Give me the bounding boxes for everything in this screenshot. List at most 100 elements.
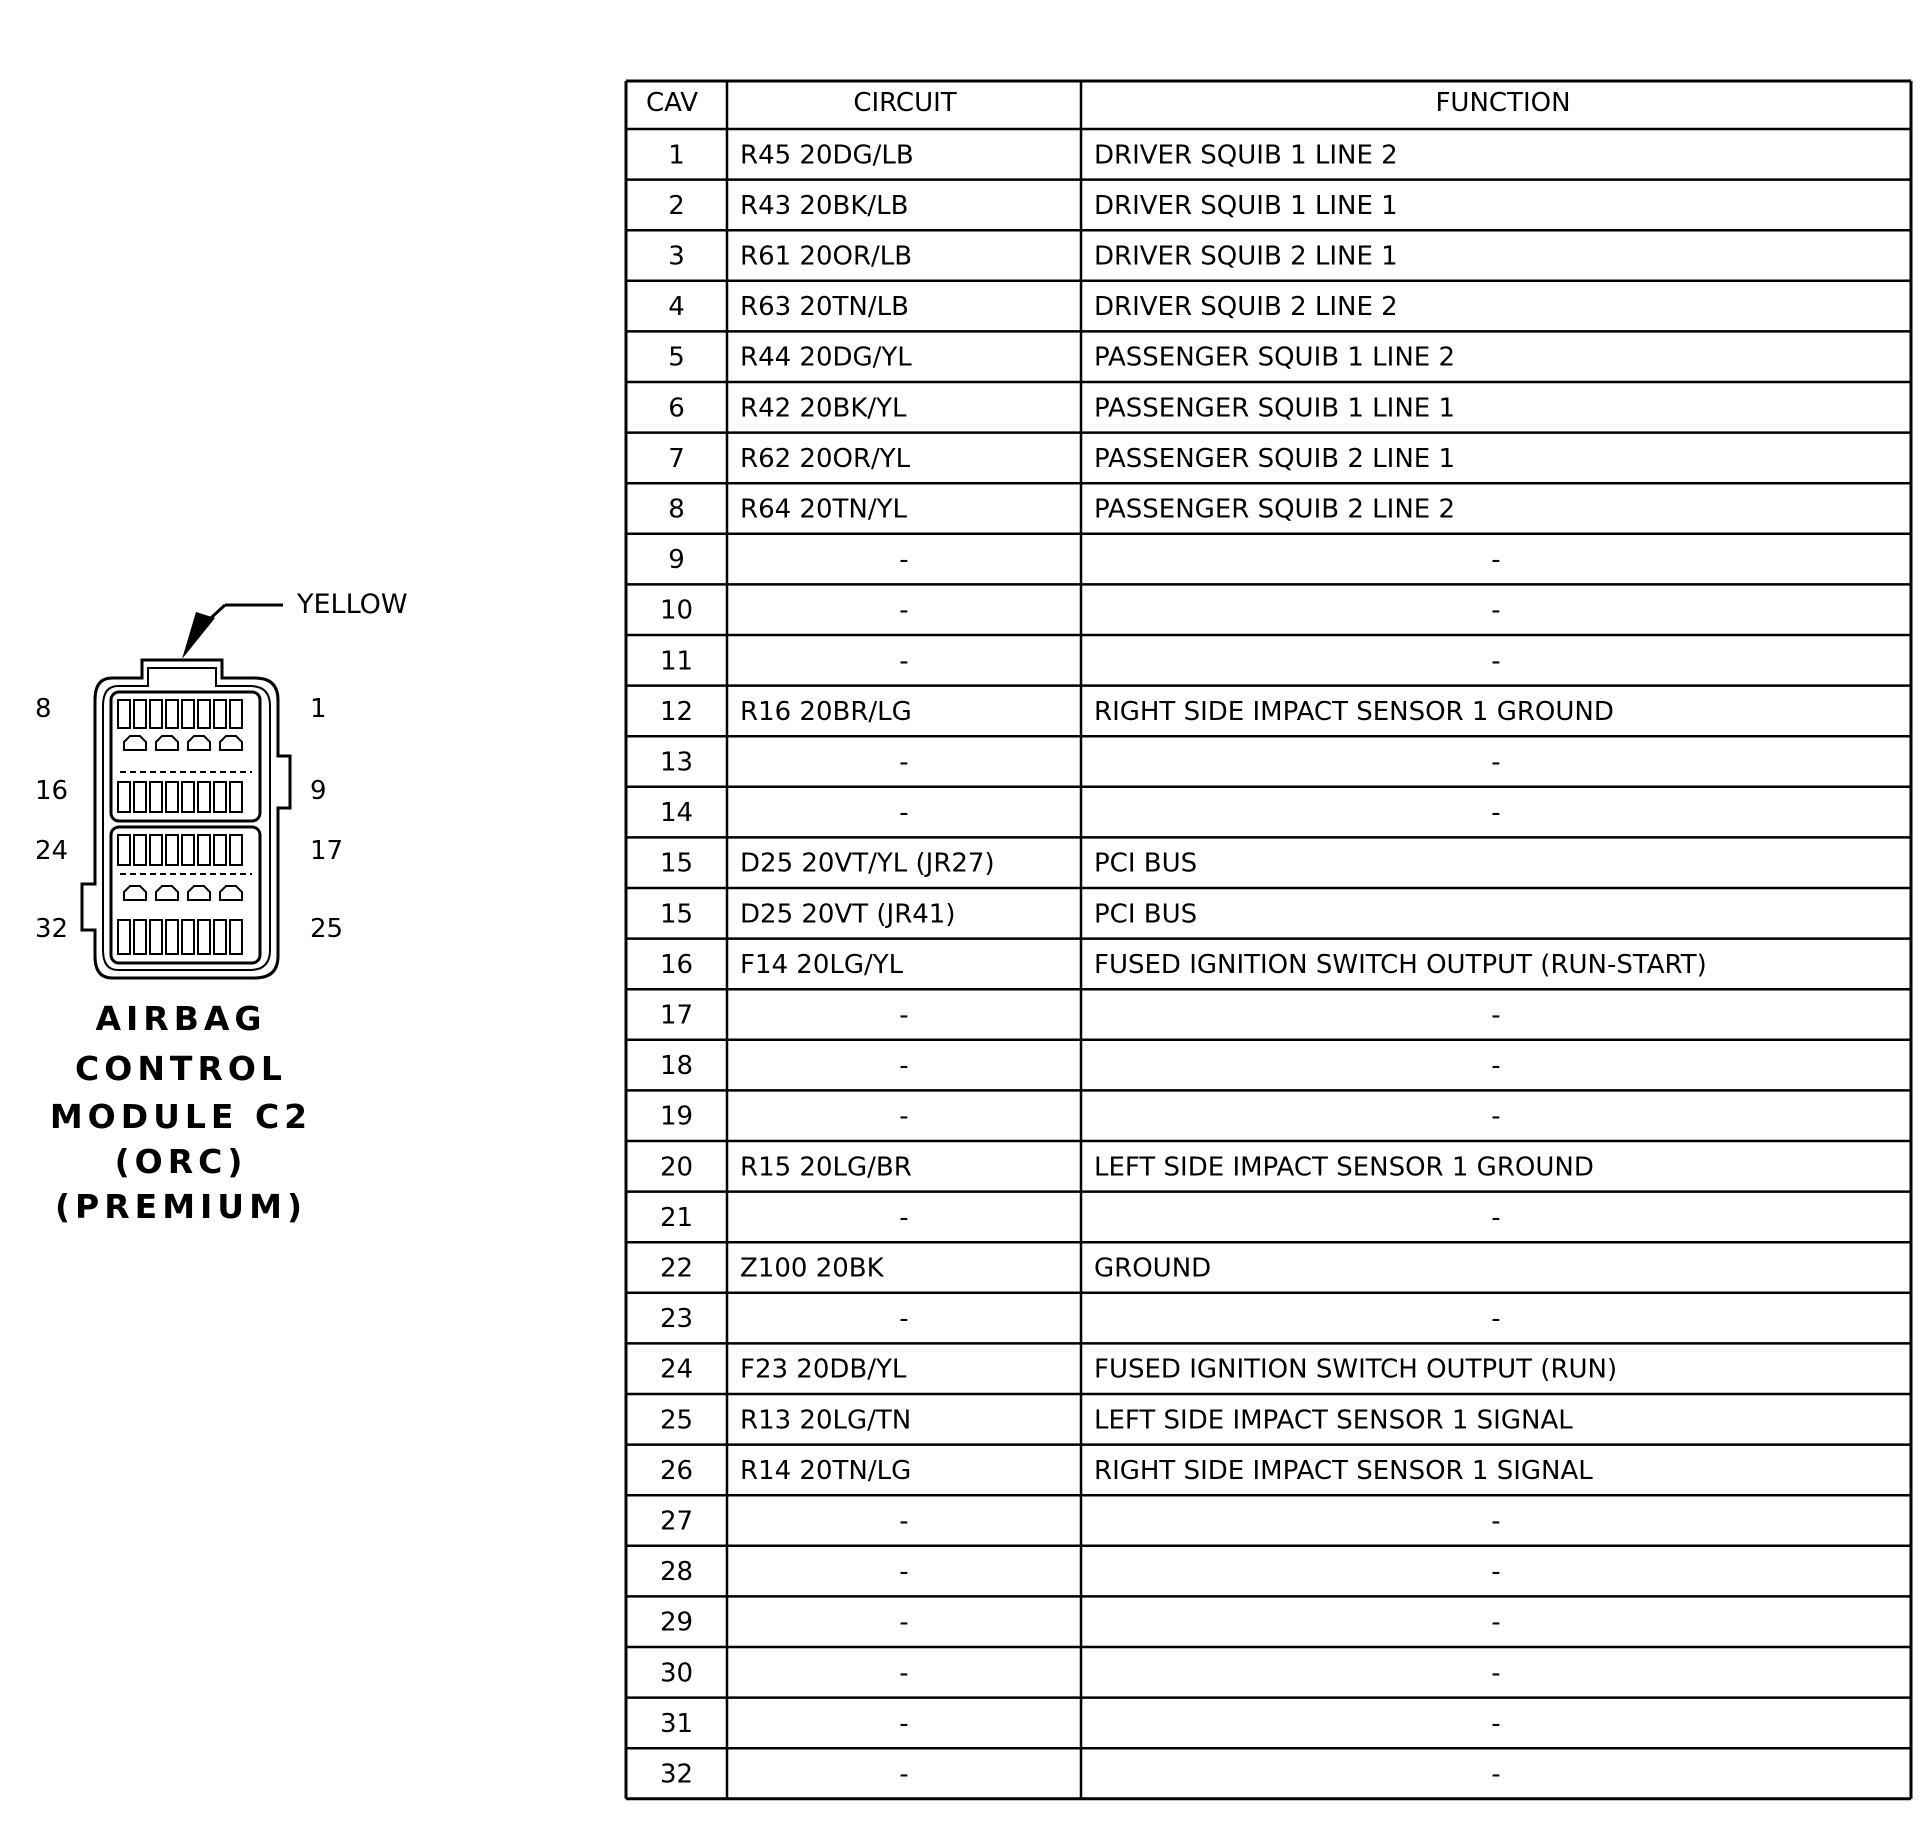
cell-circuit: R13 20LG/TN [740, 1405, 911, 1435]
cell-cav: 10 [660, 596, 693, 626]
pin-label-32: 32 [35, 914, 68, 944]
cell-circuit: - [899, 1709, 908, 1739]
connector-title-line-4: (ORC) [115, 1142, 248, 1181]
connector-color-label: YELLOW [296, 589, 408, 620]
cell-cav: 2 [668, 191, 685, 221]
cell-function: PASSENGER SQUIB 1 LINE 1 [1094, 393, 1455, 423]
pin-label-24: 24 [35, 836, 68, 866]
cell-circuit: R45 20DG/LB [740, 140, 914, 170]
cell-cav: 30 [660, 1658, 693, 1688]
cell-circuit: R15 20LG/BR [740, 1152, 912, 1182]
pinout-table: CAV CIRCUIT FUNCTION 1 R45 20DG/LB DRIVER … [624, 79, 1913, 1801]
cell-circuit: - [899, 798, 908, 828]
table-row: 24 F23 20DB/YL FUSED IGNITION SWITCH OUTPU… [660, 1355, 1617, 1385]
table-header-row: CAV CIRCUIT FUNCTION [646, 88, 1571, 118]
connector-title-line-3: MODULE C2 [50, 1097, 312, 1136]
cell-cav: 24 [660, 1355, 693, 1385]
cell-circuit: - [899, 1557, 908, 1587]
table-grid [624, 79, 1913, 1801]
cell-function: - [1491, 1608, 1500, 1638]
cell-circuit: - [899, 1102, 908, 1132]
connector-title-line-1: AIRBAG [95, 999, 266, 1038]
connector-pin-labels: 8 16 24 32 1 9 17 25 [35, 694, 343, 944]
cell-cav: 13 [660, 748, 693, 778]
cell-circuit: - [899, 1760, 908, 1790]
cell-function: FUSED IGNITION SWITCH OUTPUT (RUN) [1094, 1355, 1617, 1385]
cell-cav: 26 [660, 1456, 693, 1486]
cell-cav: 28 [660, 1557, 693, 1587]
pin-label-1: 1 [310, 694, 327, 724]
cell-function: - [1491, 1658, 1500, 1688]
cell-cav: 16 [660, 950, 693, 980]
header-circuit: CIRCUIT [853, 88, 956, 118]
cell-function: PASSENGER SQUIB 2 LINE 1 [1094, 444, 1455, 474]
table-row: 11-- [660, 646, 1501, 676]
cell-circuit: R61 20OR/LB [740, 242, 912, 272]
cell-circuit: - [899, 1203, 908, 1233]
cell-cav: 5 [668, 343, 685, 373]
cell-cav: 29 [660, 1608, 693, 1638]
cell-cav: 11 [660, 646, 693, 676]
pin-label-17: 17 [310, 836, 343, 866]
cell-circuit: R16 20BR/LG [740, 697, 912, 727]
cell-cav: 20 [660, 1152, 693, 1182]
pin-label-16: 16 [35, 776, 68, 806]
cell-circuit: D25 20VT/YL (JR27) [740, 849, 995, 879]
table-row: 18-- [660, 1051, 1501, 1081]
cell-cav: 3 [668, 242, 685, 272]
cell-cav: 15 [660, 849, 693, 879]
cell-function: - [1491, 1760, 1500, 1790]
cell-function: PCI BUS [1094, 899, 1197, 929]
cell-function: - [1491, 798, 1500, 828]
cell-function: - [1491, 1001, 1500, 1031]
connector-title: AIRBAG CONTROL MODULE C2 (ORC) (PREMIUM) [50, 999, 312, 1226]
cell-cav: 7 [668, 444, 685, 474]
cell-cav: 22 [660, 1254, 693, 1284]
header-function: FUNCTION [1435, 88, 1570, 118]
cell-circuit: - [899, 646, 908, 676]
cell-function: DRIVER SQUIB 1 LINE 1 [1094, 191, 1398, 221]
pin-label-25: 25 [310, 914, 343, 944]
cell-cav: 18 [660, 1051, 693, 1081]
yellow-leader-arrow [182, 603, 283, 659]
cell-cav: 21 [660, 1203, 693, 1233]
cell-circuit: R44 20DG/YL [740, 343, 912, 373]
header-cav: CAV [646, 88, 698, 118]
table-row: 9-- [668, 545, 1500, 575]
cell-cav: 14 [660, 798, 693, 828]
connector-title-line-5: (PREMIUM) [55, 1187, 307, 1226]
cell-function: DRIVER SQUIB 2 LINE 2 [1094, 292, 1398, 322]
cell-circuit: - [899, 1304, 908, 1334]
cell-circuit: F23 20DB/YL [740, 1355, 907, 1385]
cell-cav: 1 [668, 140, 685, 170]
cell-function: - [1491, 1304, 1500, 1334]
cell-function: - [1491, 596, 1500, 626]
cell-circuit: - [899, 1051, 908, 1081]
cell-cav: 19 [660, 1102, 693, 1132]
table-row: 30-- [660, 1658, 1501, 1688]
cell-cav: 25 [660, 1405, 693, 1435]
cell-cav: 9 [668, 545, 685, 575]
table-row: 13-- [660, 748, 1501, 778]
cell-function: - [1491, 1709, 1500, 1739]
cell-circuit: D25 20VT (JR41) [740, 899, 956, 929]
cell-cav: 31 [660, 1709, 693, 1739]
cell-function: - [1491, 545, 1500, 575]
cell-circuit: - [899, 748, 908, 778]
cell-circuit: R64 20TN/YL [740, 495, 907, 525]
cell-circuit: - [899, 596, 908, 626]
cell-circuit: - [899, 1608, 908, 1638]
cell-circuit: Z100 20BK [740, 1254, 885, 1284]
cell-circuit: R42 20BK/YL [740, 393, 907, 423]
cell-cav: 32 [660, 1760, 693, 1790]
